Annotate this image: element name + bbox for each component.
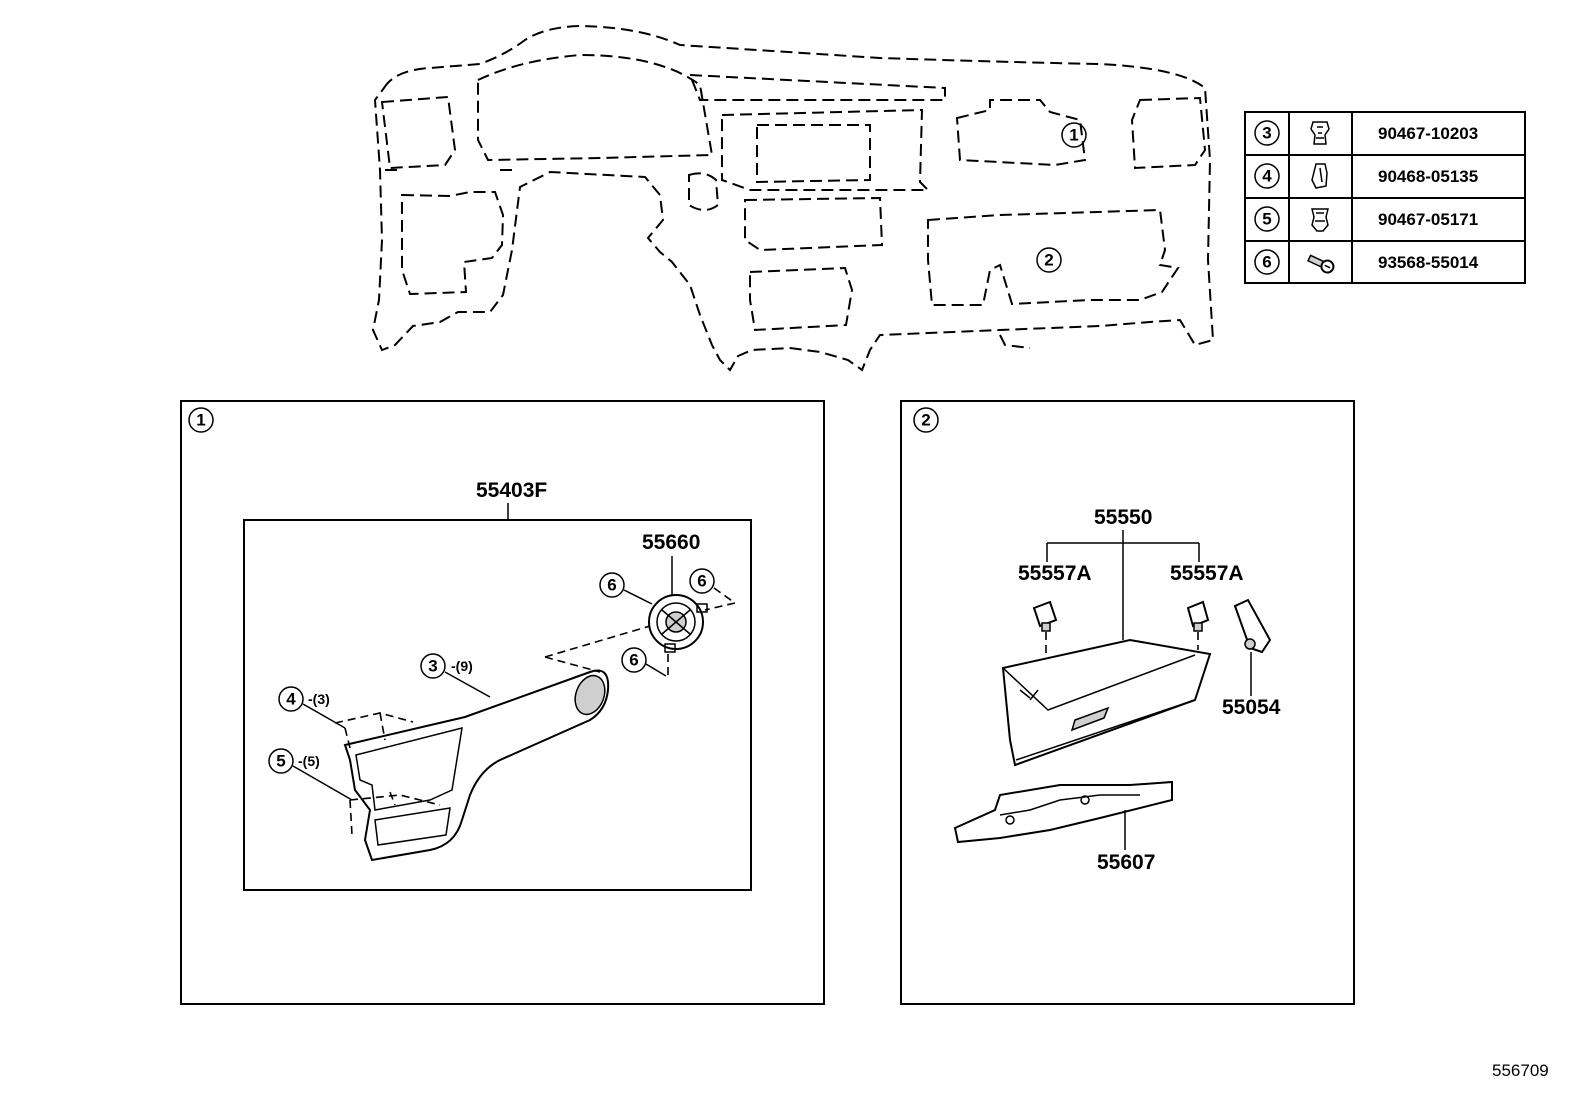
ref-4-callout: 4 [286, 690, 296, 709]
stopper-right [1186, 600, 1210, 632]
figure-number: 556709 [1492, 1061, 1549, 1080]
fastener-ref: 4 [1262, 167, 1272, 186]
damper [1233, 598, 1272, 654]
damper-label: 55054 [1222, 696, 1281, 719]
glovebox-door [1001, 638, 1212, 767]
fastener-part-number: 93568-55014 [1378, 253, 1479, 272]
air-vent [648, 594, 708, 653]
clip-icon [1310, 121, 1330, 145]
stopper-left [1032, 600, 1058, 632]
bracket-label: 55607 [1097, 851, 1155, 874]
overview-callout-1: 1 [1061, 122, 1087, 148]
ref-3-callout: 3 [428, 657, 437, 676]
assembly-frame [243, 519, 752, 891]
panel-1-badge: 1 [196, 411, 205, 430]
assembly-label: 55403F [476, 479, 547, 502]
fastener-part-number: 90467-10203 [1378, 124, 1478, 143]
glovebox-bracket [953, 780, 1173, 844]
stopper-right-label: 55557A [1170, 562, 1244, 585]
fastener-part-number: 90467-05171 [1378, 210, 1478, 229]
fastener-part-number: 90468-05135 [1378, 167, 1478, 186]
ref-5-callout: 5 [276, 752, 285, 771]
glovebox-label: 55550 [1094, 506, 1152, 529]
fastener-ref: 3 [1262, 124, 1271, 143]
clip-icon [1311, 163, 1328, 189]
fastener-row: 5 90467-05171 [1254, 206, 1478, 232]
screw-icon [1307, 254, 1335, 274]
lower-trim-panel [343, 669, 610, 862]
ref-6-callout: 6 [607, 576, 616, 595]
ref-6-callout: 6 [697, 572, 706, 591]
overview-callout-1-text: 1 [1069, 126, 1078, 145]
ref-4-quantity: -(3) [308, 691, 330, 707]
detail-panel-1: 1 55403F 55660 6 6 6 [180, 400, 825, 1005]
detail-panel-2: 2 55550 55557A 55557A [900, 400, 1355, 1005]
dashboard-overview [371, 24, 1215, 372]
fastener-row: 4 90468-05135 [1254, 163, 1478, 189]
clip-icon [1311, 208, 1329, 232]
vent-label: 55660 [642, 531, 700, 554]
fastener-ref: 5 [1262, 210, 1271, 229]
overview-callout-2: 2 [1036, 247, 1062, 273]
fastener-ref: 6 [1262, 253, 1271, 272]
ref-5-quantity: -(5) [298, 753, 320, 769]
panel-2-badge: 2 [921, 411, 930, 430]
fastener-row: 6 93568-55014 [1254, 249, 1479, 275]
fastener-table: 3 90467-10203 4 90468-05135 5 [1244, 111, 1526, 284]
ref-6-callout: 6 [629, 651, 638, 670]
ref-3-quantity: -(9) [451, 658, 473, 674]
fastener-row: 3 90467-10203 [1254, 120, 1478, 146]
stopper-left-label: 55557A [1018, 562, 1092, 585]
overview-callout-2-text: 2 [1044, 251, 1053, 270]
